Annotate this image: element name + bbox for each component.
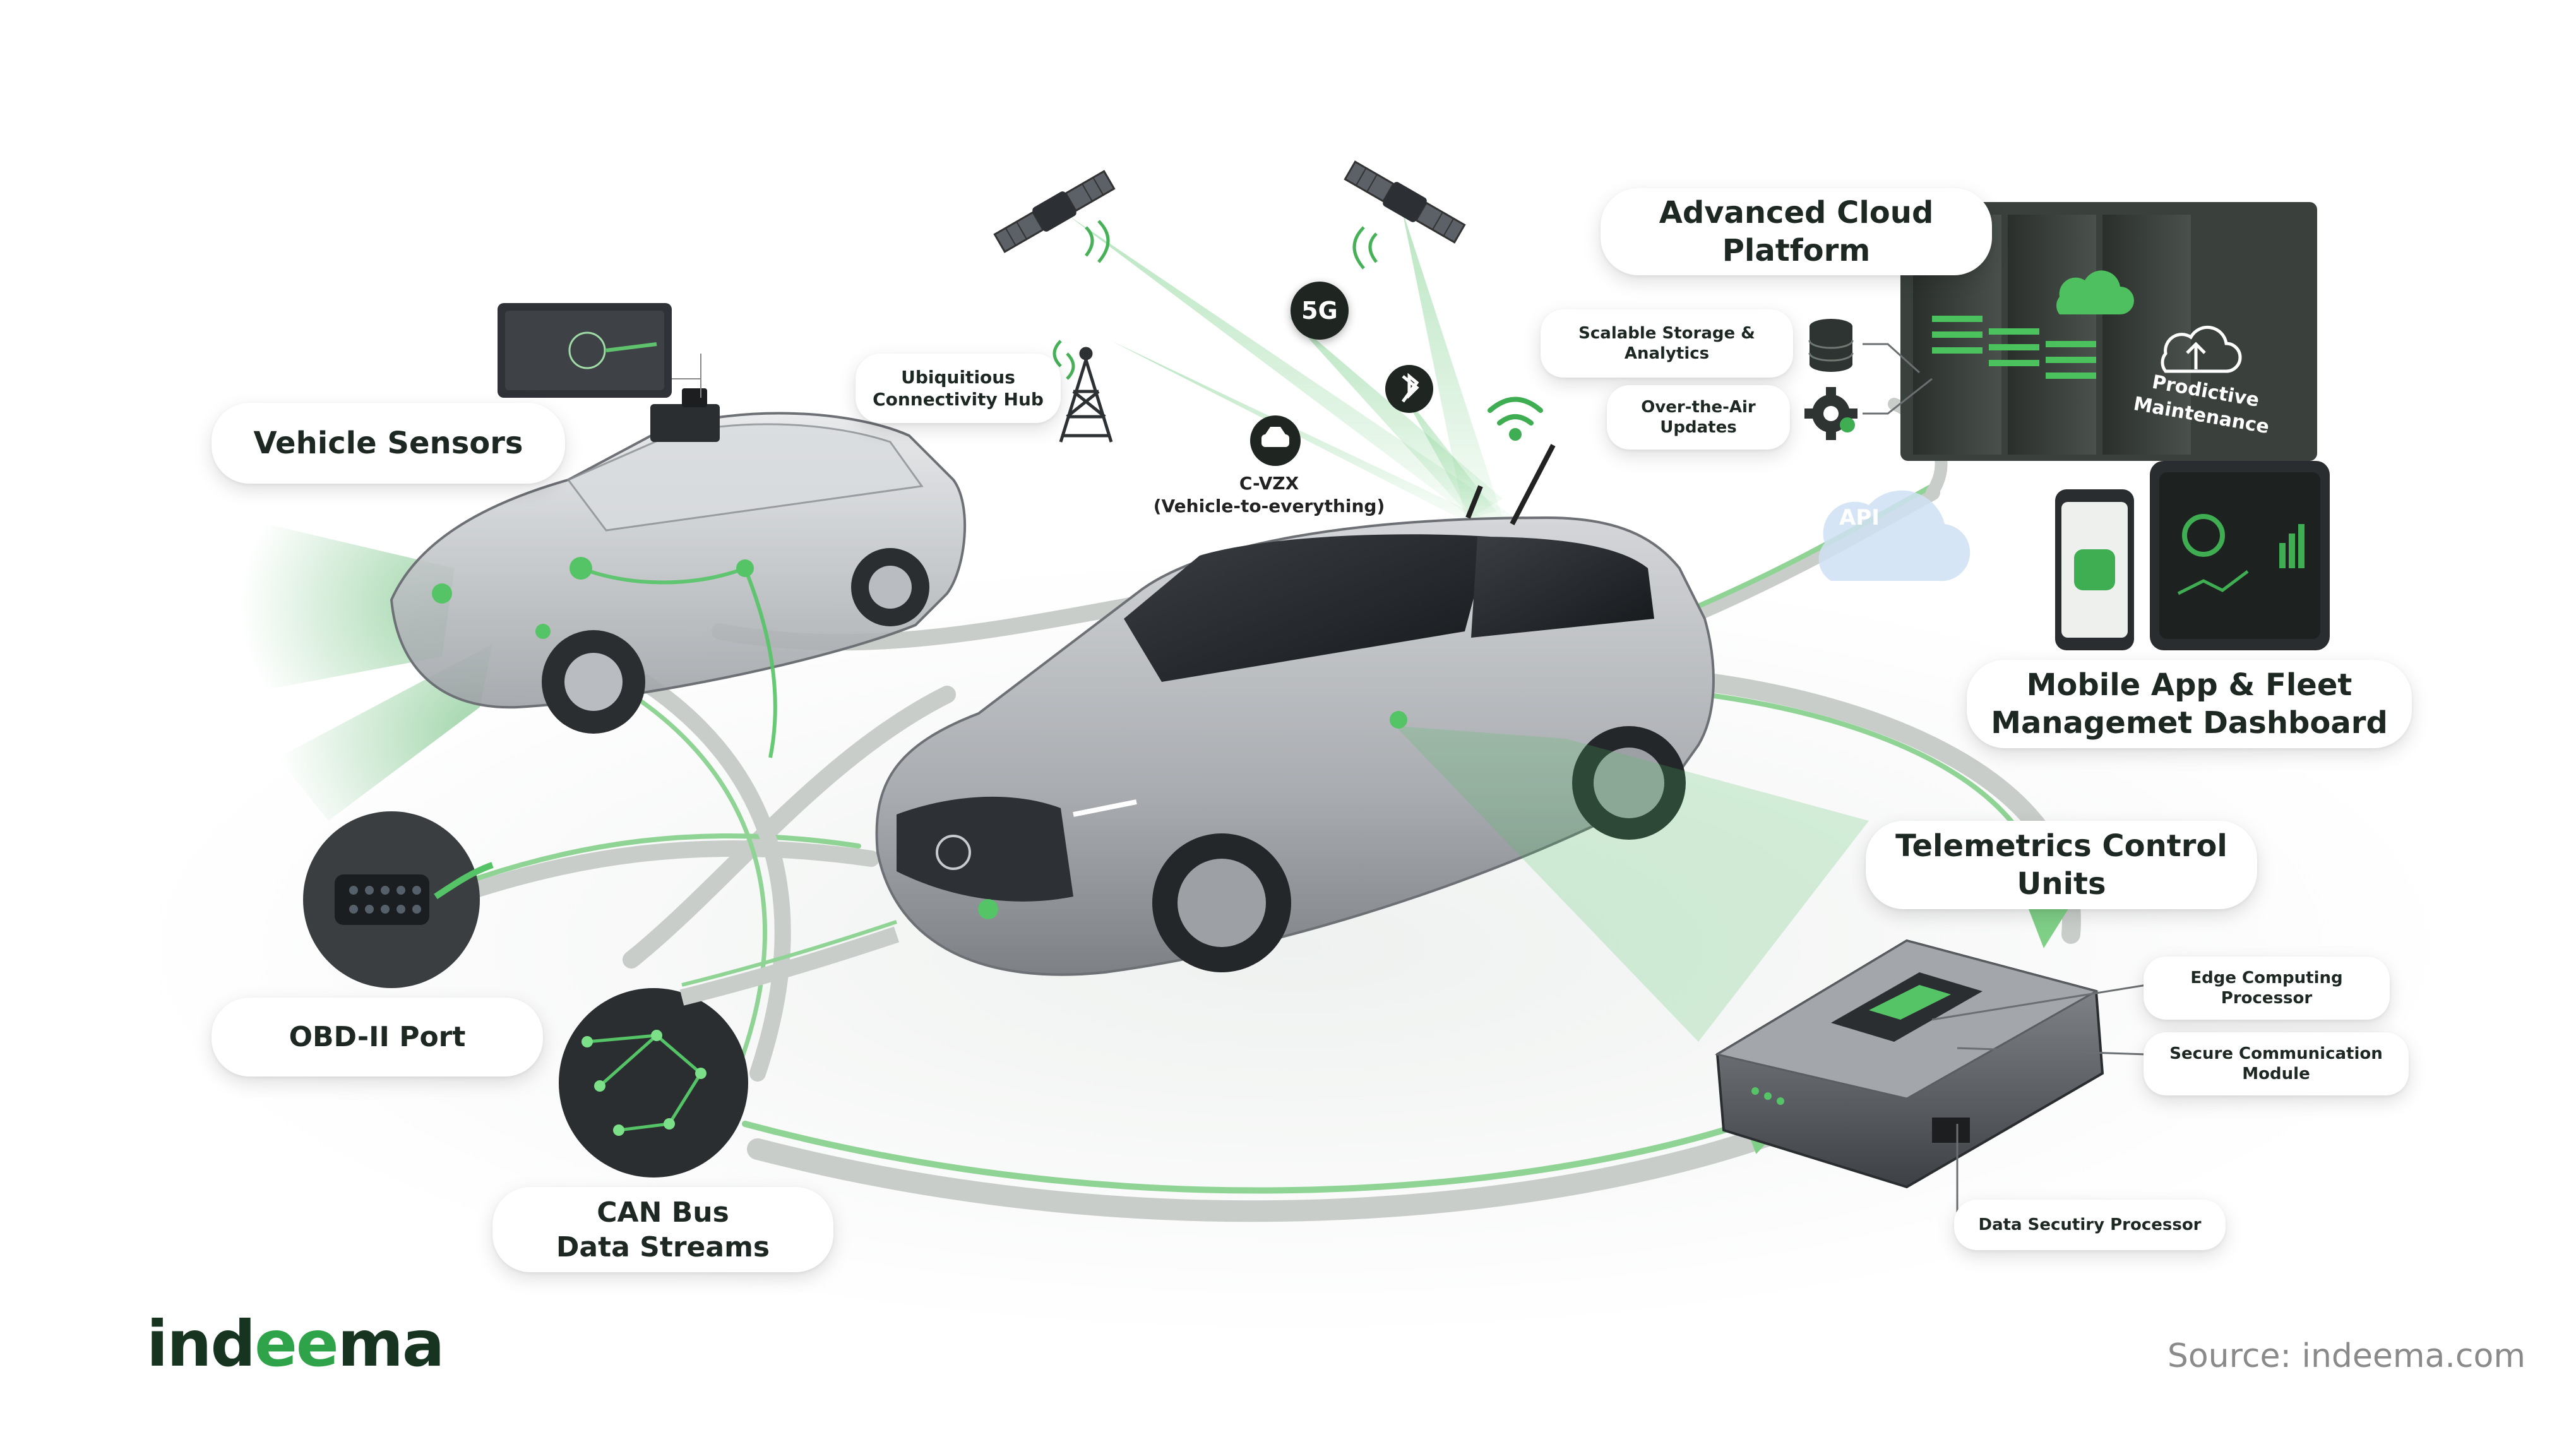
tablet-dashboard-icon xyxy=(2150,461,2330,650)
ota-line2: Updates xyxy=(1660,418,1737,437)
cloud-platform-line2: Platform xyxy=(1722,233,1871,268)
cloud-platform-line1: Advanced Cloud xyxy=(1659,195,1934,230)
storage-line1: Scalable Storage & xyxy=(1578,323,1755,343)
vehicle-sensors-text: Vehicle Sensors xyxy=(253,426,523,461)
label-cv2x: C-VZX (Vehicle-to-everything) xyxy=(1136,472,1402,518)
label-storage: Scalable Storage & Analytics xyxy=(1541,309,1793,378)
label-telematics: Telemetrics Control Units xyxy=(1866,821,2257,909)
cloud-upload-icon xyxy=(2161,325,2242,373)
source-credit: Source: indeema.com xyxy=(2168,1337,2525,1375)
tcu-signal-cone xyxy=(1395,726,1869,1042)
api-text: API xyxy=(1839,505,1880,530)
logo-ee: ee xyxy=(254,1307,339,1381)
cloud-server-racks xyxy=(1900,202,2317,461)
bluetooth-icon xyxy=(1385,365,1433,413)
label-secure-communication: Secure Communication Module xyxy=(2144,1032,2409,1095)
satellite-right-icon xyxy=(1344,160,1466,244)
secure-comm-line2: Module xyxy=(2242,1064,2310,1083)
label-connectivity-hub: Ubiquitious Connectivity Hub xyxy=(856,354,1061,423)
ota-line1: Over-the-Air xyxy=(1641,397,1756,417)
obd-port-icon xyxy=(303,811,494,988)
data-security-text: Data Secutiry Processor xyxy=(1978,1215,2202,1234)
signal-beams xyxy=(1067,208,1515,518)
telematics-line2: Units xyxy=(2017,866,2106,902)
connectivity-hub-line2: Connectivity Hub xyxy=(873,389,1044,410)
label-edge-computing: Edge Computing Processor xyxy=(2144,957,2390,1020)
logo-prefix: ind xyxy=(146,1307,256,1381)
dashboard-screen xyxy=(498,303,701,398)
logo-suffix: ma xyxy=(337,1307,445,1381)
cloud-icon xyxy=(2056,270,2134,314)
mobile-app-line1: Mobile App & Fleet xyxy=(2026,667,2352,703)
xray-sensor-car xyxy=(390,388,967,758)
telematics-line1: Telemetrics Control xyxy=(1895,828,2227,864)
connectivity-hub-line1: Ubiquitious xyxy=(901,367,1015,388)
source-text: Source: indeema.com xyxy=(2167,1337,2525,1375)
5g-icon: 5G xyxy=(1291,282,1349,340)
label-data-security: Data Secutiry Processor xyxy=(1954,1200,2226,1250)
obd-text: OBD-II Port xyxy=(289,1021,466,1053)
label-cloud-platform: Advanced Cloud Platform xyxy=(1601,188,1992,275)
mobile-app-line2: Managemet Dashboard xyxy=(1991,705,2388,741)
cv2x-line1: C-VZX xyxy=(1239,473,1299,494)
label-vehicle-sensors: Vehicle Sensors xyxy=(212,403,565,484)
label-can-bus: CAN Bus Data Streams xyxy=(492,1187,833,1272)
label-ota: Over-the-Air Updates xyxy=(1607,385,1790,450)
edge-line1: Edge Computing xyxy=(2190,968,2343,987)
phone-icon xyxy=(2055,489,2134,650)
can-bus-line1: CAN Bus xyxy=(597,1196,729,1229)
label-api: API xyxy=(1834,504,1885,532)
indeema-logo: indeema xyxy=(146,1307,445,1381)
main-vehicle xyxy=(875,444,1715,976)
storage-line2: Analytics xyxy=(1624,344,1710,363)
car-signal-icon xyxy=(1250,415,1301,466)
wifi-icon xyxy=(1488,397,1543,441)
satellite-left-icon xyxy=(993,170,1116,253)
edge-line2: Processor xyxy=(2221,989,2313,1008)
label-obd-port: OBD-II Port xyxy=(212,998,543,1076)
cell-tower-icon xyxy=(1059,347,1113,443)
can-bus-line2: Data Streams xyxy=(556,1231,770,1263)
gear-icon xyxy=(1804,387,1857,440)
api-cloud-icon xyxy=(1818,490,1971,581)
label-mobile-app: Mobile App & Fleet Managemet Dashboard xyxy=(1967,660,2412,748)
secure-comm-line1: Secure Communication xyxy=(2169,1044,2383,1063)
database-icon xyxy=(1808,319,1854,372)
can-bus-icon xyxy=(559,920,900,1178)
signal-waves xyxy=(1052,220,1378,380)
5g-text: 5G xyxy=(1301,297,1338,325)
cv2x-line2: (Vehicle-to-everything) xyxy=(1153,496,1385,517)
telematics-control-unit xyxy=(1715,939,2104,1189)
